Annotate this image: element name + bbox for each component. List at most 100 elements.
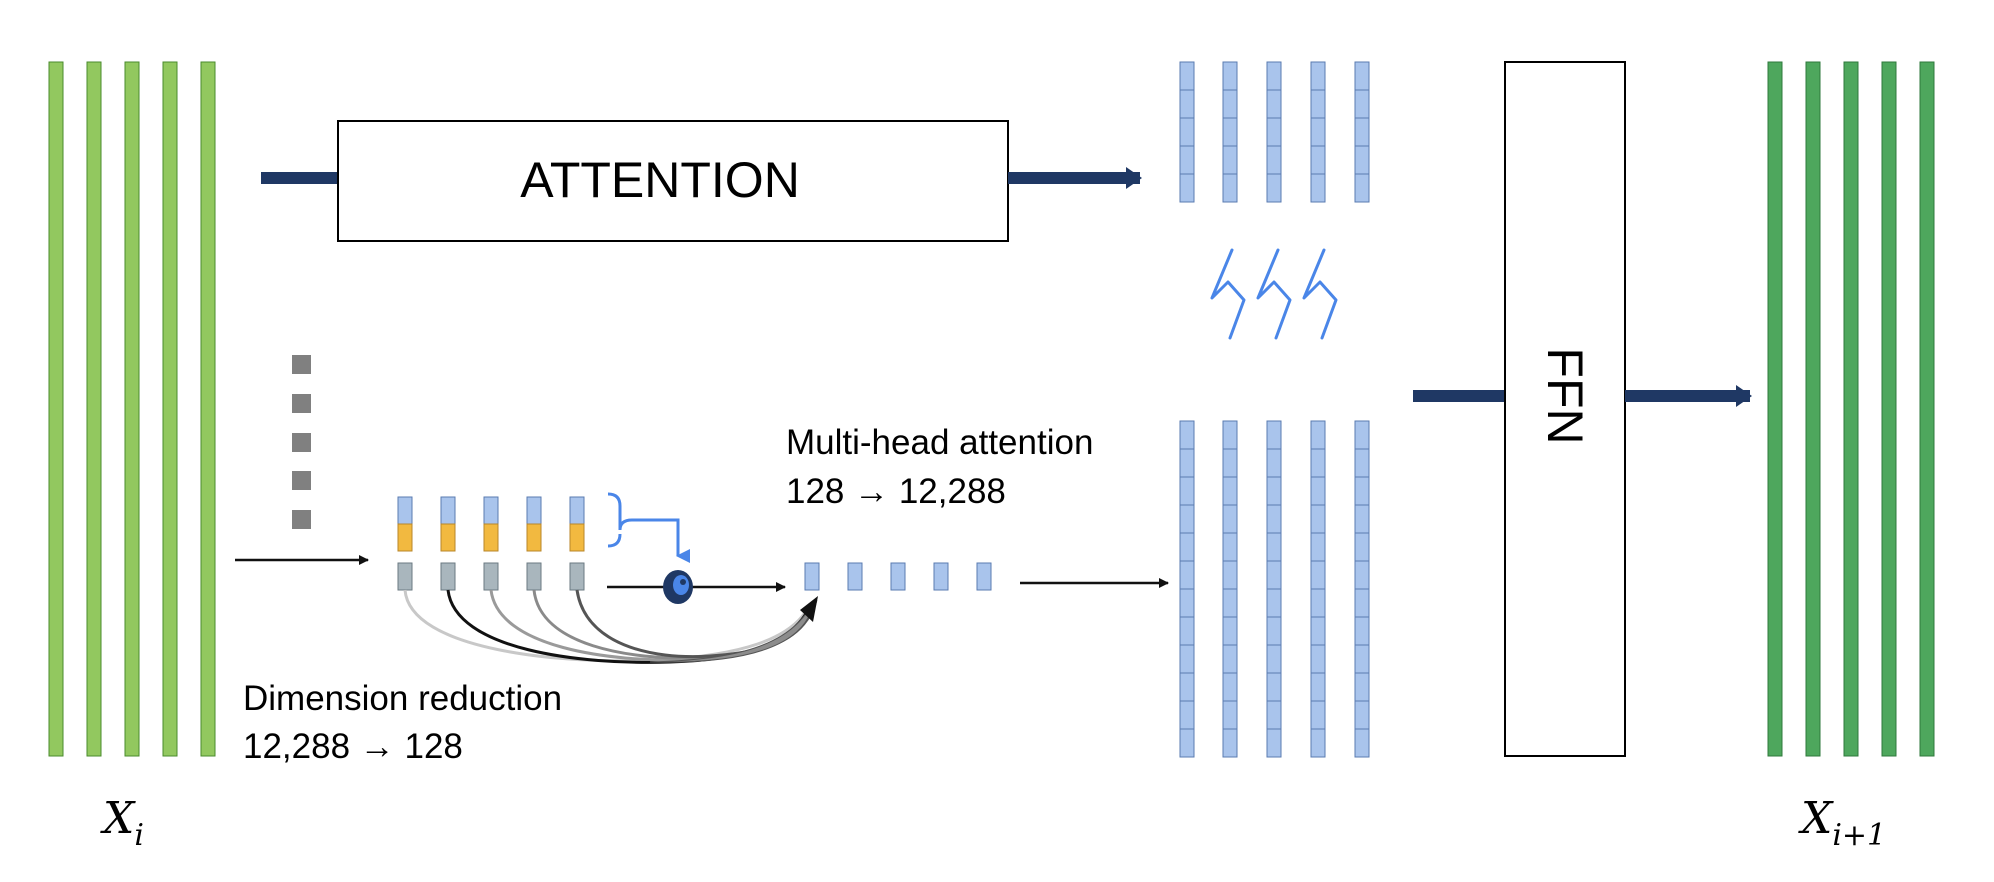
input-bar [162,61,178,757]
token-cell [1266,588,1282,618]
token-cell [1222,532,1238,562]
input-bar [86,61,102,757]
small-token [890,562,906,591]
token-cell [1310,616,1326,646]
token-cell [1354,728,1370,758]
token-cell [1310,532,1326,562]
lightning-squiggle-icon [1210,248,1338,340]
token-cell [1222,117,1238,147]
token-cell [1222,700,1238,730]
token-cell [1179,145,1195,175]
reduced-token-gray [569,562,585,591]
token-cell [1179,728,1195,758]
token-cell [1179,420,1195,450]
token-cell [1310,700,1326,730]
token-cell [1266,560,1282,590]
token-cell [1222,728,1238,758]
combine-arcs [403,589,818,664]
token-cell [1354,117,1370,147]
reduced-token-bottom [526,523,542,552]
token-cell [1222,560,1238,590]
reduced-token-row [804,562,992,591]
attention-block [337,120,1009,242]
token-cell [1179,588,1195,618]
token-cell [1179,448,1195,478]
reduced-token-top [440,496,456,525]
token-cell [1266,448,1282,478]
reduced-token-gray [397,562,413,591]
small-token [976,562,992,591]
token-cell [1266,616,1282,646]
input-bar [48,61,64,757]
token-cell [1354,616,1370,646]
token-cell [1354,476,1370,506]
token-cell [1310,476,1326,506]
ffn-label: FFN [1537,347,1593,444]
token-cell [1354,588,1370,618]
reduced-token-gray [440,562,456,591]
token-cell [1354,89,1370,119]
token-cell [1310,448,1326,478]
token-cell [1179,532,1195,562]
multihead-label-line1: Multi-head attention [786,423,1093,462]
token-cell [1222,145,1238,175]
output-bar [1843,61,1859,757]
output-bar [1767,61,1783,757]
token-cell [1179,644,1195,674]
token-cell [1179,117,1195,147]
token-cell [1310,588,1326,618]
token-cell [1266,89,1282,119]
reduced-token-top [397,496,413,525]
token-cell [1310,173,1326,203]
vertical-ellipsis [292,355,311,529]
selection-bracket [607,492,690,563]
token-cell [1354,61,1370,91]
token-cell [1354,145,1370,175]
input-embedding-bars [48,61,216,757]
token-cell [1266,700,1282,730]
token-cell [1310,420,1326,450]
token-cell [1179,560,1195,590]
reduced-token-columns [397,496,585,591]
output-bar [1805,61,1821,757]
token-cell [1310,644,1326,674]
output-bar [1919,61,1935,757]
token-cell [1310,560,1326,590]
token-cell [1310,89,1326,119]
token-cell [1354,504,1370,534]
token-cell [1354,672,1370,702]
multihead-label-line2: 128 → 12,288 [786,472,1006,511]
token-cell [1222,616,1238,646]
token-cell [1354,644,1370,674]
reduced-token-top [483,496,499,525]
reduced-token-bottom [397,523,413,552]
small-token [933,562,949,591]
ffn-block [1504,61,1626,757]
token-cell [1354,448,1370,478]
token-cell [1310,145,1326,175]
token-cell [1179,700,1195,730]
token-cell [1222,420,1238,450]
token-cell [1354,700,1370,730]
token-cell [1266,476,1282,506]
token-cell [1266,420,1282,450]
input-bar [124,61,140,757]
small-token [804,562,820,591]
reduced-token-gray [526,562,542,591]
token-cell [1354,173,1370,203]
token-cell [1222,89,1238,119]
token-cell [1266,644,1282,674]
token-cell [1354,532,1370,562]
token-cell [1266,145,1282,175]
token-cell [1310,504,1326,534]
token-cell [1266,173,1282,203]
reduced-token-bottom [440,523,456,552]
reduced-token-top [526,496,542,525]
reduced-token-bottom [483,523,499,552]
token-cell [1179,173,1195,203]
input-bar [200,61,216,757]
token-cell [1310,728,1326,758]
selection-bracket-lower [607,533,622,548]
reduced-token-gray [483,562,499,591]
